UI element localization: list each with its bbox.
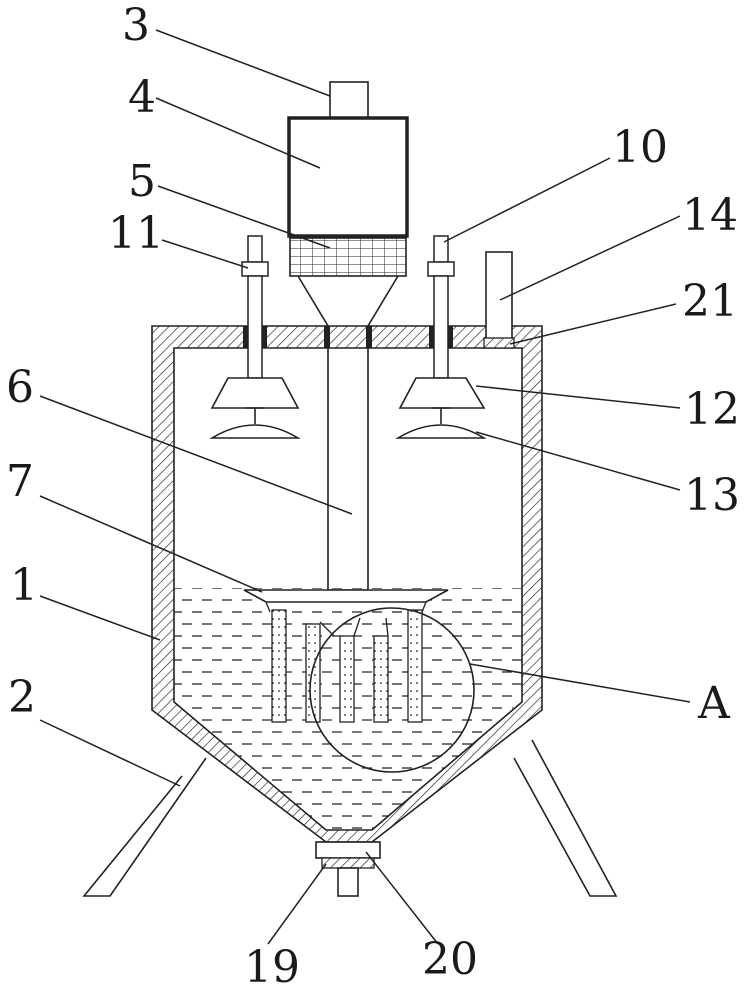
central-pipe [298, 276, 398, 590]
tank-shell [152, 326, 542, 842]
label-20: 20 [422, 934, 478, 985]
coupling [290, 238, 406, 276]
label-4: 4 [128, 72, 156, 123]
label-14: 14 [682, 190, 738, 241]
label-3: 3 [122, 0, 150, 51]
inlet-seal [484, 338, 514, 348]
motor-body [289, 118, 407, 236]
detail-circle [310, 608, 474, 772]
label-5: 5 [128, 156, 156, 207]
label-10: 10 [612, 122, 668, 173]
label-19: 19 [244, 942, 300, 988]
label-6: 6 [6, 362, 34, 413]
bushing [366, 326, 372, 348]
label-12: 12 [684, 384, 740, 435]
distribution-tray [244, 590, 448, 602]
label-7: 7 [6, 456, 34, 507]
motor-shaft-cap [330, 82, 368, 118]
label-A: A [697, 678, 731, 729]
label-21: 21 [682, 276, 738, 327]
label-2: 2 [8, 672, 36, 723]
label-11: 11 [108, 208, 164, 259]
label-1: 1 [10, 560, 38, 611]
label-13: 13 [684, 470, 740, 521]
perforated-tubes [272, 610, 422, 722]
outlet-valve [316, 842, 380, 896]
bushing [324, 326, 330, 348]
